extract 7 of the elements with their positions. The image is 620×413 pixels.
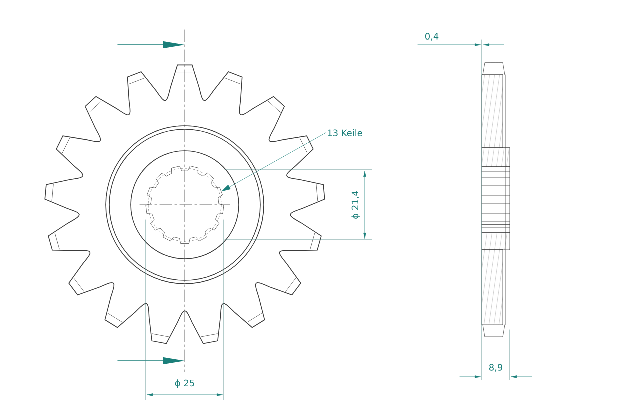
dimension-label: ϕ 25	[175, 380, 194, 388]
spline-profile	[146, 166, 224, 244]
leader-line	[222, 132, 326, 192]
dimension-label: 8,9	[489, 364, 502, 372]
dimension-label: 0,4	[425, 33, 439, 41]
dimension-label: ϕ 21,4	[352, 191, 360, 219]
callout-text: 13 Keile	[328, 130, 362, 136]
